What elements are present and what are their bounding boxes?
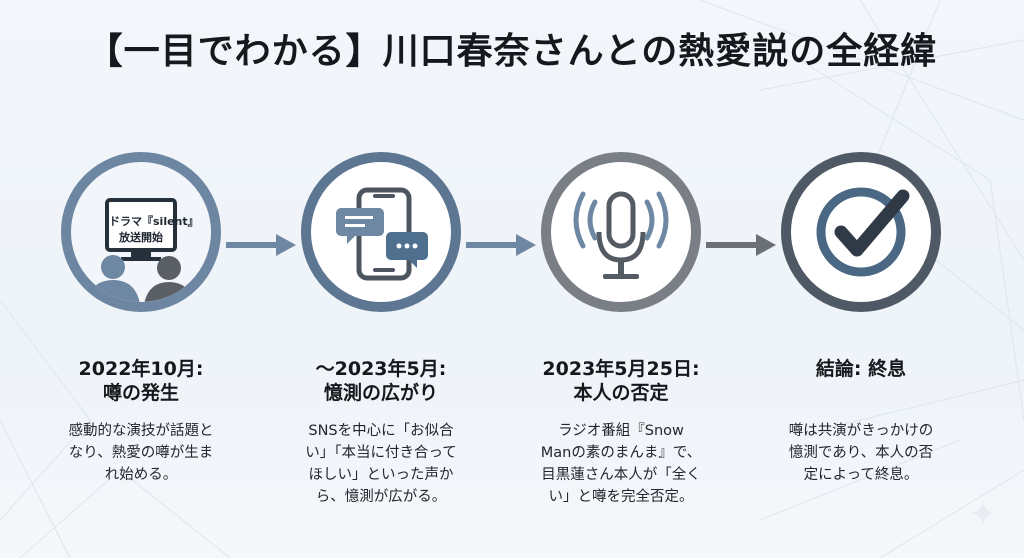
arrow-right-icon — [706, 234, 776, 256]
checkmark-circle-icon — [816, 187, 910, 277]
stage-2-heading: 〜2023年5月: 憶測の広がり — [315, 358, 447, 404]
arrow-right-icon — [466, 234, 536, 256]
stage-4-heading: 結論: 終息 — [815, 358, 907, 380]
sparkle-icon — [970, 500, 996, 526]
stage-1-heading: 2022年10月: 噂の発生 — [78, 358, 204, 404]
stage-2-description: SNSを中心に「お似合 い」「本当に付き合って ほしい」といった声か ら、憶測が… — [305, 423, 457, 505]
stage-3-icon-circle — [541, 152, 701, 312]
arrow-right-icon — [226, 234, 296, 256]
stage-4-description: 噂は共演がきっかけの 憶測であり、本人の否 定によって終息。 — [788, 423, 934, 483]
tv-screen-text: ドラマ『silent』 放送開始 — [109, 215, 199, 244]
stage-3-heading: 2023年5月25日: 本人の否定 — [542, 358, 700, 404]
stage-4-icon-circle — [781, 152, 941, 312]
stage-3-description: ラジオ番組『Snow Manの素のまんま』で、 目黒蓮さん本人が「全く い」と噂… — [540, 423, 702, 505]
stage-1-icon-circle: ドラマ『silent』 放送開始 — [61, 152, 221, 312]
stage-1-description: 感動的な演技が話題と なり、熱愛の噂が生ま れ始める。 — [68, 423, 214, 483]
stage-2-icon-circle — [301, 152, 461, 312]
page-title: 【一目でわかる】川口春奈さんとの熱愛説の全経緯 — [86, 31, 938, 72]
smartphone-chat-icon — [336, 187, 428, 281]
microphone-broadcast-icon — [573, 191, 669, 279]
tv-viewers-icon — [86, 198, 194, 302]
